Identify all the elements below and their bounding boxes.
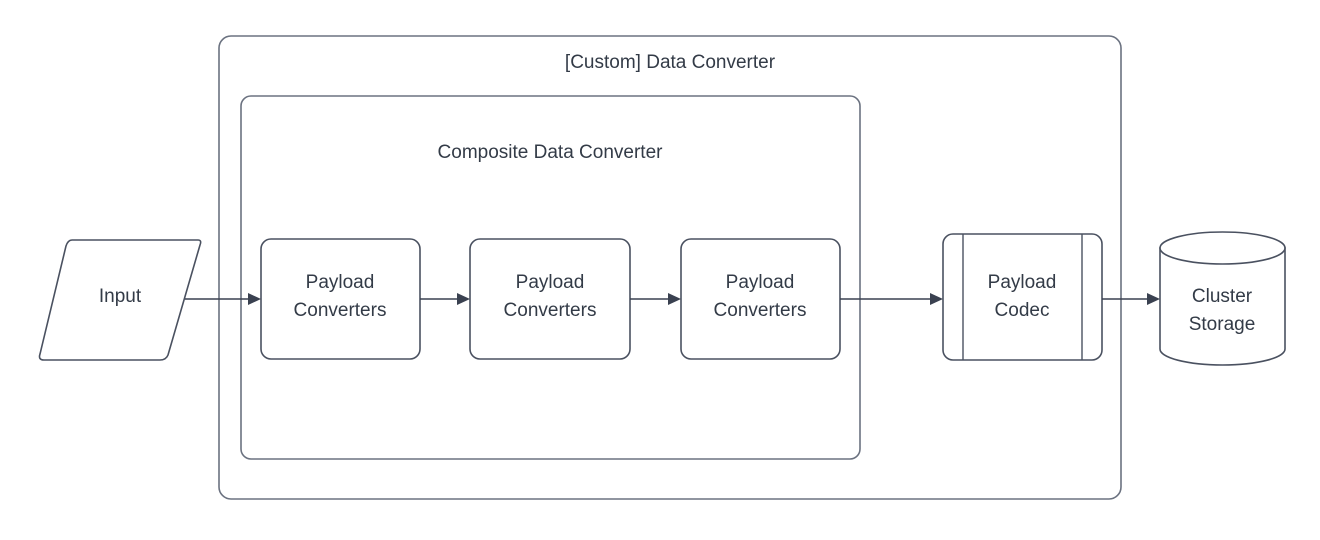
container-composite-data-converter[interactable]: Composite Data Converter bbox=[240, 95, 861, 460]
container-custom-data-converter[interactable]: [Custom] Data Converter bbox=[218, 35, 1122, 500]
node-cluster-storage-label-line1: Cluster bbox=[1192, 286, 1253, 307]
node-payload-converters-1-label-line2: Converters bbox=[294, 300, 387, 321]
node-payload-codec-label-line2: Codec bbox=[995, 300, 1050, 321]
node-payload-codec[interactable]: Payload Codec bbox=[942, 233, 1103, 361]
node-input-shape bbox=[38, 239, 202, 361]
edge-payload-converters-2-to-3-arrowhead bbox=[668, 293, 681, 305]
edge-codec-to-cluster-storage bbox=[1102, 293, 1160, 305]
container-composite-data-converter-label: Composite Data Converter bbox=[438, 142, 664, 163]
node-payload-codec-label-line1: Payload bbox=[988, 272, 1057, 293]
node-cluster-storage[interactable]: Cluster Storage bbox=[1159, 231, 1286, 366]
edge-input-to-payload-converters-1 bbox=[185, 293, 261, 305]
edge-codec-to-cluster-storage-arrowhead bbox=[1147, 293, 1160, 305]
node-payload-converters-2-label-line2: Converters bbox=[504, 300, 597, 321]
container-custom-data-converter-outline bbox=[218, 35, 1122, 500]
node-payload-converters-2-label-line1: Payload bbox=[516, 272, 585, 293]
node-cluster-storage-label-line2: Storage bbox=[1189, 314, 1256, 335]
edge-payload-converters-3-to-codec bbox=[840, 293, 943, 305]
edge-payload-converters-1-to-2-arrowhead bbox=[457, 293, 470, 305]
node-payload-converters-1[interactable]: Payload Converters bbox=[260, 238, 421, 360]
node-input-label: Input bbox=[99, 286, 142, 307]
node-input[interactable]: Input bbox=[38, 239, 202, 361]
node-cluster-storage-body bbox=[1159, 247, 1286, 366]
edge-payload-converters-3-to-codec-arrowhead bbox=[930, 293, 943, 305]
edge-input-to-payload-converters-1-arrowhead bbox=[248, 293, 261, 305]
node-cluster-storage-top-ellipse bbox=[1159, 231, 1286, 265]
node-payload-converters-2-shape bbox=[469, 238, 631, 360]
node-payload-converters-3[interactable]: Payload Converters bbox=[680, 238, 841, 360]
node-payload-converters-3-label-line1: Payload bbox=[726, 272, 795, 293]
node-payload-codec-shape bbox=[942, 233, 1103, 361]
edge-payload-converters-2-to-3 bbox=[630, 293, 681, 305]
edge-payload-converters-1-to-2 bbox=[420, 293, 470, 305]
container-custom-data-converter-label: [Custom] Data Converter bbox=[565, 52, 776, 73]
node-payload-converters-3-label-line2: Converters bbox=[714, 300, 807, 321]
node-payload-converters-3-shape bbox=[680, 238, 841, 360]
container-composite-data-converter-outline bbox=[240, 95, 861, 460]
node-payload-converters-2[interactable]: Payload Converters bbox=[469, 238, 631, 360]
node-payload-converters-1-shape bbox=[260, 238, 421, 360]
node-payload-converters-1-label-line1: Payload bbox=[306, 272, 375, 293]
